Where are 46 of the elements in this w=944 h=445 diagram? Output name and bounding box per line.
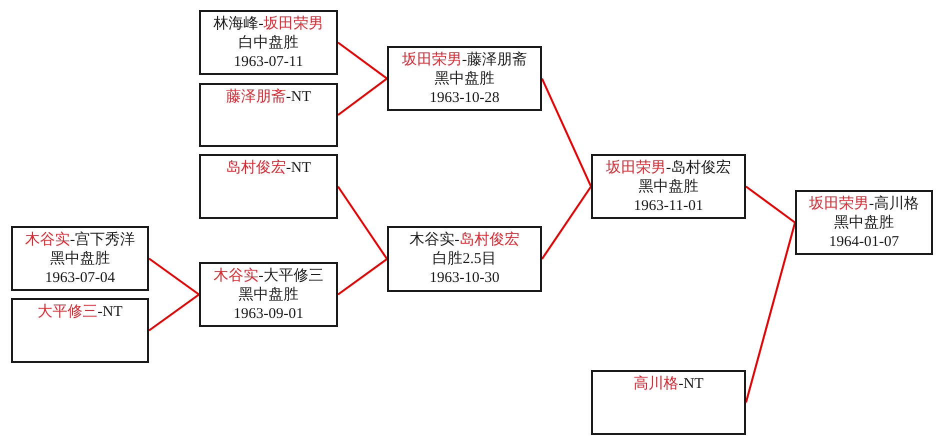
game-result: 白中盘胜 <box>238 34 298 53</box>
game-result: 黑中盘胜 <box>434 70 494 89</box>
player-names: 木谷实-岛村俊宏 <box>410 231 520 250</box>
game-result: 黑中盘胜 <box>238 286 298 305</box>
player-names: 坂田荣男-藤泽朋斋 <box>402 51 527 70</box>
game-result: 黑中盘胜 <box>50 250 110 269</box>
bracket-line <box>337 78 388 116</box>
game-date: 1963-07-04 <box>45 269 115 288</box>
bracket-line <box>541 78 592 187</box>
bracket-line <box>745 186 796 224</box>
match-box <box>199 10 338 75</box>
game-date: 1963-10-28 <box>430 89 500 108</box>
player-names: 木谷实-宫下秀洋 <box>25 231 135 250</box>
match-box <box>387 226 542 292</box>
player-names: 坂田荣男-高川格 <box>809 195 919 214</box>
bracket-line <box>148 294 200 332</box>
bracket-line <box>337 42 388 80</box>
player-names: 坂田荣男-岛村俊宏 <box>606 159 731 178</box>
game-date: 1963-10-30 <box>430 269 500 288</box>
game-date: 1963-11-01 <box>634 197 704 216</box>
match-box <box>11 298 149 363</box>
game-result: 黑中盘胜 <box>834 214 894 233</box>
bracket-line <box>148 258 200 296</box>
player-names: 岛村俊宏-NT <box>226 159 311 178</box>
player-names: 高川格-NT <box>634 375 704 394</box>
match-box <box>199 83 338 147</box>
game-result: 黑中盘胜 <box>638 178 698 197</box>
match-box <box>591 370 746 435</box>
match-box <box>591 154 746 219</box>
player-names: 藤泽朋斋-NT <box>226 88 311 107</box>
player-names: 林海峰-坂田荣男 <box>214 15 324 34</box>
match-box <box>387 46 542 111</box>
game-date: 1963-07-11 <box>234 53 304 72</box>
game-date: 1964-01-07 <box>829 233 899 252</box>
game-result: 白胜2.5目 <box>432 250 496 269</box>
bracket-line <box>337 186 388 260</box>
bracket-line <box>337 258 388 296</box>
match-box <box>11 226 149 291</box>
match-box <box>199 262 338 327</box>
bracket-line <box>541 186 592 260</box>
match-box <box>795 190 933 255</box>
game-date: 1963-09-01 <box>234 305 304 324</box>
match-box <box>199 154 338 219</box>
bracket-line <box>745 222 796 403</box>
player-names: 大平修三-NT <box>38 303 122 322</box>
player-names: 木谷实-大平修三 <box>214 267 324 286</box>
